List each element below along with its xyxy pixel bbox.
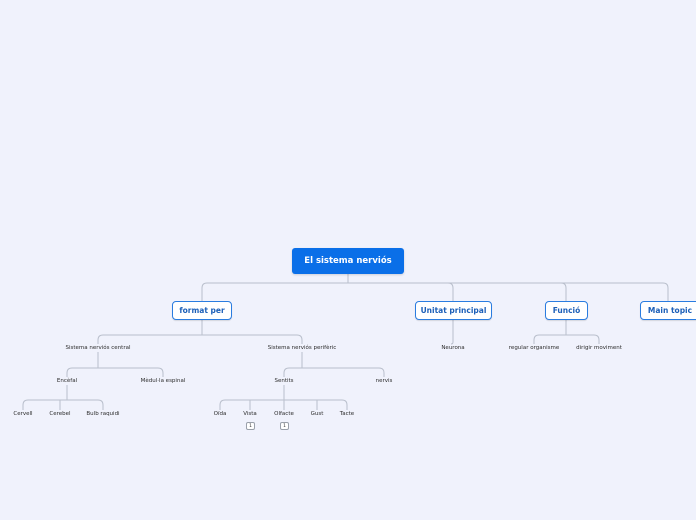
topic-funcio[interactable]: Funció [545,301,588,320]
subtopic-dirigir[interactable]: dirigir moviment [576,345,622,351]
subtopic-snp[interactable]: Sistema nerviós perifèric [267,345,337,351]
subtopic-nervis[interactable]: nervis [375,378,393,384]
subtopic-bulb[interactable]: Bulb raquidi [86,411,120,417]
subtopic-olfacte[interactable]: Olfacte [274,411,294,417]
subtopic-neurona[interactable]: Neurona [441,345,465,351]
subtopic-encefal[interactable]: Encèfal [56,378,78,384]
link-unitat-principal [348,282,454,301]
subtopic-cerebel[interactable]: Cerebel [49,411,71,417]
link-funcio [348,282,567,301]
subtopic-gust[interactable]: Gust [310,411,324,417]
topic-unitat-principal-label: Unitat principal [420,306,487,315]
subtopic-oida[interactable]: Oïda [213,411,227,417]
root-topic-label: El sistema nerviós [304,256,392,266]
olfacte-badge-count: 1 [283,423,286,429]
topic-format-per-label: format per [179,306,225,315]
topic-main-topic-label: Main topic [647,306,693,315]
topic-funcio-label: Funció [552,306,581,315]
subtopic-medula[interactable]: Mèdul·la espinal [140,378,186,384]
link-neurona [450,320,454,345]
link-main-topic [348,282,669,301]
link-snc-children [66,352,164,377]
subtopic-vista[interactable]: Vista [243,411,257,417]
topic-unitat-principal[interactable]: Unitat principal [415,301,492,320]
link-funcio-children [533,320,600,344]
subtopic-sentits[interactable]: Sentits [274,378,294,384]
subtopic-regular[interactable]: regular organisme [508,345,560,351]
olfacte-collapse-badge[interactable]: 1 [280,422,289,430]
subtopic-snc[interactable]: Sistema nerviós central [65,345,131,351]
topic-format-per[interactable]: format per [172,301,232,320]
link-encefal-children [22,385,104,410]
subtopic-cervell[interactable]: Cervell [13,411,33,417]
subtopic-tacte[interactable]: Tacte [339,411,355,417]
link-sentits-children [219,385,348,410]
link-snp-children [283,352,385,377]
link-format-per-children [97,320,303,344]
vista-collapse-badge[interactable]: 1 [246,422,255,430]
link-root-bus [207,274,663,284]
root-topic[interactable]: El sistema nerviós [292,248,404,274]
topic-main-topic[interactable]: Main topic [640,301,696,320]
vista-badge-count: 1 [249,423,252,429]
link-format-per [201,282,348,301]
